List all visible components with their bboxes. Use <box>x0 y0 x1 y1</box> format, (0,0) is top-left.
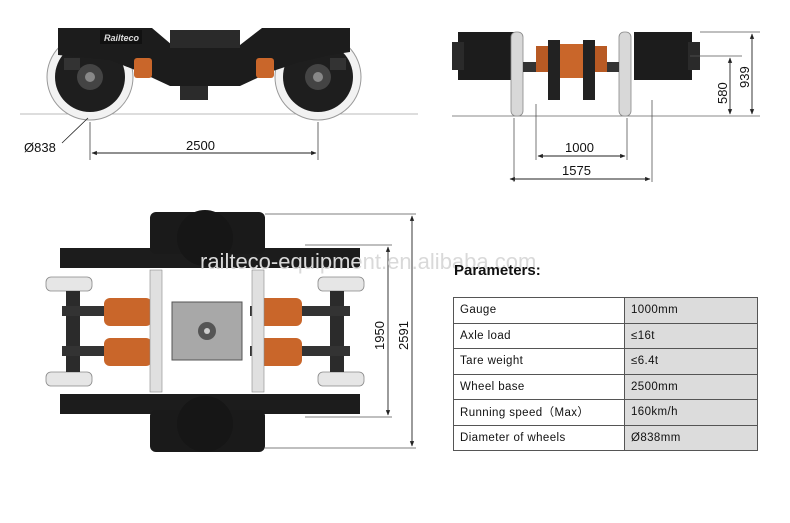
param-value: ≤16t <box>624 322 758 349</box>
inner-length-label: 1950 <box>372 321 387 350</box>
table-row: Wheel base 2500mm <box>453 373 758 400</box>
param-label: Gauge <box>453 297 625 324</box>
table-row: Running speed（Max） 160km/h <box>453 399 758 426</box>
wheelbase-label: 2500 <box>186 138 215 153</box>
param-label: Tare weight <box>453 348 625 375</box>
end-motor <box>560 44 583 78</box>
overall-length-label: 2591 <box>396 321 411 350</box>
side-brand-text: Railteco <box>104 33 140 43</box>
param-label: Axle load <box>453 322 625 349</box>
param-value: 160km/h <box>624 399 758 426</box>
table-row: Tare weight ≤6.4t <box>453 348 758 375</box>
top-motor-4 <box>254 338 302 366</box>
parameters-title: Parameters: <box>454 262 541 279</box>
param-label: Diameter of wheels <box>453 424 625 451</box>
height-high-label: 939 <box>737 66 752 88</box>
side-view: Railteco 2500 Ø838 <box>20 28 418 160</box>
width-label: 1575 <box>562 163 591 178</box>
table-row: Axle load ≤16t <box>453 322 758 349</box>
top-motor-2 <box>104 338 152 366</box>
height-low-label: 580 <box>715 82 730 104</box>
param-value: ≤6.4t <box>624 348 758 375</box>
wheel-diameter-label: Ø838 <box>24 140 56 155</box>
top-motor-1 <box>104 298 152 326</box>
param-value: 2500mm <box>624 373 758 400</box>
end-wheel-left <box>510 31 524 117</box>
end-view: 1000 1575 580 939 <box>452 31 760 182</box>
param-label: Wheel base <box>453 373 625 400</box>
param-value: Ø838mm <box>624 424 758 451</box>
table-row: Gauge 1000mm <box>453 297 758 324</box>
top-spring-upper <box>177 210 233 266</box>
top-view: 1950 2591 <box>45 210 416 452</box>
top-spring-lower <box>177 396 233 452</box>
gauge-label: 1000 <box>565 140 594 155</box>
end-housing-right <box>634 32 692 80</box>
end-housing-left <box>458 32 514 80</box>
param-value: 1000mm <box>624 297 758 324</box>
end-wheel-right <box>618 31 632 117</box>
watermark-text: railteco-equipment.en.alibaba.com <box>200 249 536 274</box>
table-row: Diameter of wheels Ø838mm <box>453 424 758 451</box>
top-motor-3 <box>254 298 302 326</box>
param-label: Running speed（Max） <box>453 399 625 426</box>
parameters-table: Gauge 1000mm Axle load ≤16t Tare weight … <box>453 297 758 451</box>
side-brand-plate <box>100 30 142 44</box>
